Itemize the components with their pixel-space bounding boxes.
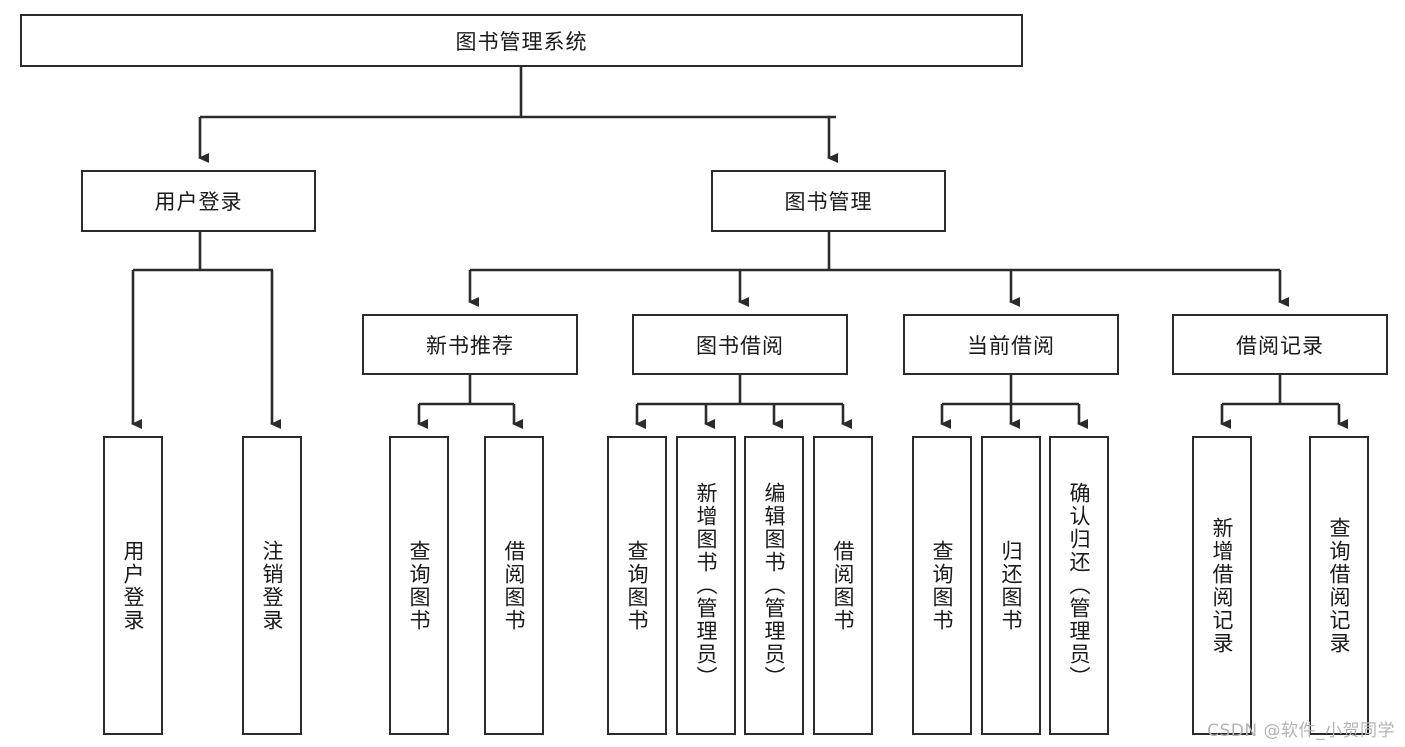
- node-label: 查询图书: [625, 539, 650, 632]
- node-label: 新书推荐: [426, 333, 514, 358]
- node-label: 图书管理系统: [455, 29, 588, 54]
- node-label: 查询借阅记录: [1327, 516, 1352, 655]
- node-root-book-management-system[interactable]: 图书管理系统: [20, 14, 1023, 67]
- node-current-borrow[interactable]: 当前借阅: [903, 314, 1119, 375]
- node-label: 新增图书（管理员）: [694, 482, 719, 689]
- leaf-borrow-record-query-record[interactable]: 查询借阅记录: [1309, 436, 1369, 735]
- leaf-new-book-borrow-book[interactable]: 借阅图书: [484, 436, 544, 735]
- leaf-book-borrow-query-book[interactable]: 查询图书: [607, 436, 667, 735]
- node-book-management[interactable]: 图书管理: [711, 170, 946, 232]
- node-label: 借阅图书: [831, 539, 856, 632]
- node-book-borrow[interactable]: 图书借阅: [632, 314, 848, 375]
- node-new-book-recommend[interactable]: 新书推荐: [362, 314, 578, 375]
- node-label: 编辑图书（管理员）: [762, 482, 787, 689]
- node-label: 查询图书: [407, 539, 432, 632]
- leaf-current-borrow-return-book[interactable]: 归还图书: [981, 436, 1041, 735]
- node-label: 图书管理: [784, 190, 873, 214]
- node-label: 新增借阅记录: [1210, 516, 1235, 655]
- leaf-user-login-signout[interactable]: 注销登录: [242, 436, 302, 735]
- node-label: 确认归还（管理员）: [1067, 482, 1092, 689]
- leaf-user-login-signin[interactable]: 用户登录: [103, 436, 163, 735]
- node-label: 注销登录: [260, 539, 285, 632]
- node-user-login[interactable]: 用户登录: [81, 170, 316, 232]
- node-borrow-record[interactable]: 借阅记录: [1172, 314, 1388, 375]
- node-label: 用户登录: [154, 190, 243, 214]
- leaf-book-borrow-add-book-admin[interactable]: 新增图书（管理员）: [676, 436, 736, 735]
- watermark-text: CSDN @软件_小贺同学: [1207, 721, 1395, 741]
- node-label: 查询图书: [930, 539, 955, 632]
- leaf-borrow-record-add-record[interactable]: 新增借阅记录: [1192, 436, 1252, 735]
- node-label: 借阅记录: [1236, 333, 1324, 358]
- leaf-new-book-query-book[interactable]: 查询图书: [389, 436, 449, 735]
- node-label: 归还图书: [999, 539, 1024, 632]
- node-label: 图书借阅: [696, 333, 784, 358]
- leaf-current-borrow-confirm-return-admin[interactable]: 确认归还（管理员）: [1049, 436, 1109, 735]
- node-label: 借阅图书: [502, 539, 527, 632]
- node-label: 当前借阅: [967, 333, 1055, 358]
- leaf-current-borrow-query-book[interactable]: 查询图书: [912, 436, 972, 735]
- node-label: 用户登录: [121, 539, 146, 632]
- leaf-book-borrow-borrow-book[interactable]: 借阅图书: [813, 436, 873, 735]
- leaf-book-borrow-edit-book-admin[interactable]: 编辑图书（管理员）: [744, 436, 804, 735]
